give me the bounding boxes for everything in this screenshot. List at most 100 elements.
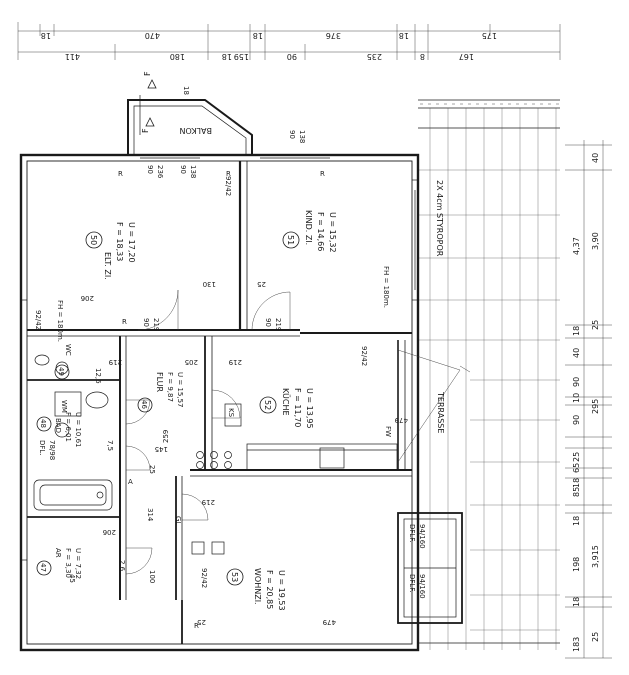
dim-right-inner-1: 18 — [572, 597, 581, 607]
dim-misc-6: 18 — [182, 86, 190, 95]
room-perimeter: U = 17,20 — [127, 222, 136, 263]
dim-misc-5: 138 — [298, 130, 306, 143]
dim-misc-13: 219 — [274, 318, 282, 331]
room-perimeter: U = 19,53 — [277, 570, 286, 611]
dim-top-upper-5: 18 — [41, 31, 51, 40]
room-number: 48 — [39, 419, 47, 428]
top-dimension-chain: 175 18 376 18 470 18 167 8 235 90 159 18… — [17, 22, 561, 61]
dim-misc-15: 205 — [185, 358, 198, 366]
room-number: 50 — [89, 235, 98, 245]
dim-misc-7: 206 — [80, 294, 94, 302]
room-perimeter: U = 13,95 — [305, 388, 314, 429]
fw-mark: FW — [384, 426, 392, 437]
dim-right-inner-2: 18 — [572, 478, 581, 488]
room-number: 49 — [57, 367, 65, 376]
room-area: F = 6,01 — [64, 412, 72, 442]
door-swings — [125, 289, 471, 575]
room-number: 52 — [263, 400, 272, 410]
room-area: F = 11,70 — [293, 388, 302, 427]
r-mark-4: R — [194, 622, 199, 630]
dim-right-outer-5: 65 — [572, 463, 581, 473]
window-size-1: 92/42 — [224, 176, 232, 196]
room-number: 53 — [230, 572, 239, 582]
room-ar: 47 AR F = 3,30 U = 7,32 — [36, 548, 82, 579]
room-name: ELT. ZI. — [103, 252, 112, 280]
dfl-top-label: DFLF. — [408, 524, 416, 542]
room-perimeter: U = 7,32 — [74, 548, 82, 579]
room-perimeter: U = 15,32 — [328, 212, 337, 253]
dim-misc-4: 90 — [288, 130, 296, 139]
dim-misc-20: 219 — [202, 498, 215, 506]
section-label-mid: F — [141, 128, 150, 133]
dim-misc-24: 100 — [148, 570, 156, 583]
dim-right-outer-3: 18 — [572, 516, 581, 526]
room-area: F = 3,30 — [64, 548, 72, 578]
room-number-badge — [54, 364, 70, 380]
dim-misc-16: 219 — [229, 358, 242, 366]
dim-top-lower-7: 411 — [65, 52, 80, 61]
dim-misc-14: 219 — [109, 358, 122, 366]
r-mark-3: R — [320, 170, 325, 178]
dim-right-inner-6: 90 — [572, 377, 581, 387]
dim-right-outer-4: 85 — [572, 487, 581, 497]
dim-misc-26: 479 — [323, 618, 336, 626]
dim-misc-29: 7,5 — [106, 440, 114, 451]
dim-misc-22: 206 — [102, 528, 116, 536]
dim-right-inner-7: 40 — [572, 348, 581, 358]
dim-top-upper-4: 470 — [145, 31, 160, 40]
dim-right-outer-6: 295 — [591, 399, 600, 414]
dim-top-lower-6: 180 — [170, 52, 185, 61]
dim-top-lower-0: 167 — [459, 52, 474, 61]
room-number-badge — [36, 416, 52, 432]
dim-misc-19: 25 — [148, 465, 156, 474]
room-wohnzi: 53 WOHNZI. F = 20,85 U = 19,53 — [226, 568, 286, 611]
window-size-4: 92/42 — [200, 568, 208, 588]
dim-right-inner-3: 25 — [572, 452, 581, 462]
dim-right-inner-8: 25 — [591, 320, 600, 330]
room-area: F = 9,87 — [166, 372, 174, 402]
misc-labels: WM KS FH = 180m. FH = 180m. TERRASSE 2X … — [34, 170, 445, 630]
dfl-bottom-size: 94/160 — [418, 574, 426, 599]
dim-misc-11: 219 — [152, 318, 160, 331]
washing-machine-label: WM — [60, 400, 68, 413]
room-number-badge — [85, 231, 103, 249]
room-area: F = 14,66 — [316, 212, 325, 251]
dim-misc-0: 90 — [146, 165, 154, 174]
section-label-top: F — [143, 71, 152, 76]
dim-right-inner-9: 3,90 — [591, 232, 600, 250]
room-number-badge — [137, 397, 153, 413]
dim-misc-1: 236 — [156, 165, 164, 179]
room-number-badge — [226, 568, 244, 586]
fridge-label: KS — [227, 408, 235, 418]
dim-misc-18: 145 — [155, 445, 168, 453]
dim-top-upper-0: 175 — [482, 31, 497, 40]
room-perimeter: U = 15,57 — [176, 372, 184, 407]
dim-right-inner-5: 10 — [572, 393, 581, 403]
dfl-left-size: 78/98 — [48, 440, 56, 460]
dim-right-inner-10: 40 — [591, 153, 600, 163]
dim-right-outer-0: 183 — [572, 637, 581, 652]
room-flur: 46 FLUR F = 9,87 U = 15,57 — [137, 372, 184, 413]
room-number: 46 — [140, 400, 148, 409]
room-name: WC — [64, 344, 72, 356]
room-name: BAD — [54, 418, 62, 433]
dim-misc-17: 259 — [162, 430, 170, 443]
room-number-badge — [259, 396, 277, 414]
r-mark-5: R — [122, 318, 127, 326]
roof-window-bay — [397, 512, 463, 624]
window-height-2: FH = 180m. — [382, 266, 390, 308]
dim-right-outer-7: 18 — [572, 326, 581, 336]
dim-misc-8: 130 — [203, 280, 216, 288]
dim-top-lower-4: 159 — [234, 52, 249, 61]
a-mark: A — [128, 478, 133, 486]
section-marker-mid — [145, 117, 155, 127]
room-number-badge — [36, 560, 52, 576]
room-name: KIND. ZI. — [304, 210, 313, 245]
dim-right-inner-4: 90 — [572, 415, 581, 425]
room-area: F = 18,33 — [115, 222, 124, 261]
dfl-bottom-label: DFLF. — [408, 574, 416, 592]
dim-right-inner-0: 25 — [591, 632, 600, 642]
dim-misc-12: 90 — [264, 318, 272, 327]
dim-top-lower-3: 90 — [287, 52, 297, 61]
balcony: BALKON F F — [127, 71, 253, 156]
